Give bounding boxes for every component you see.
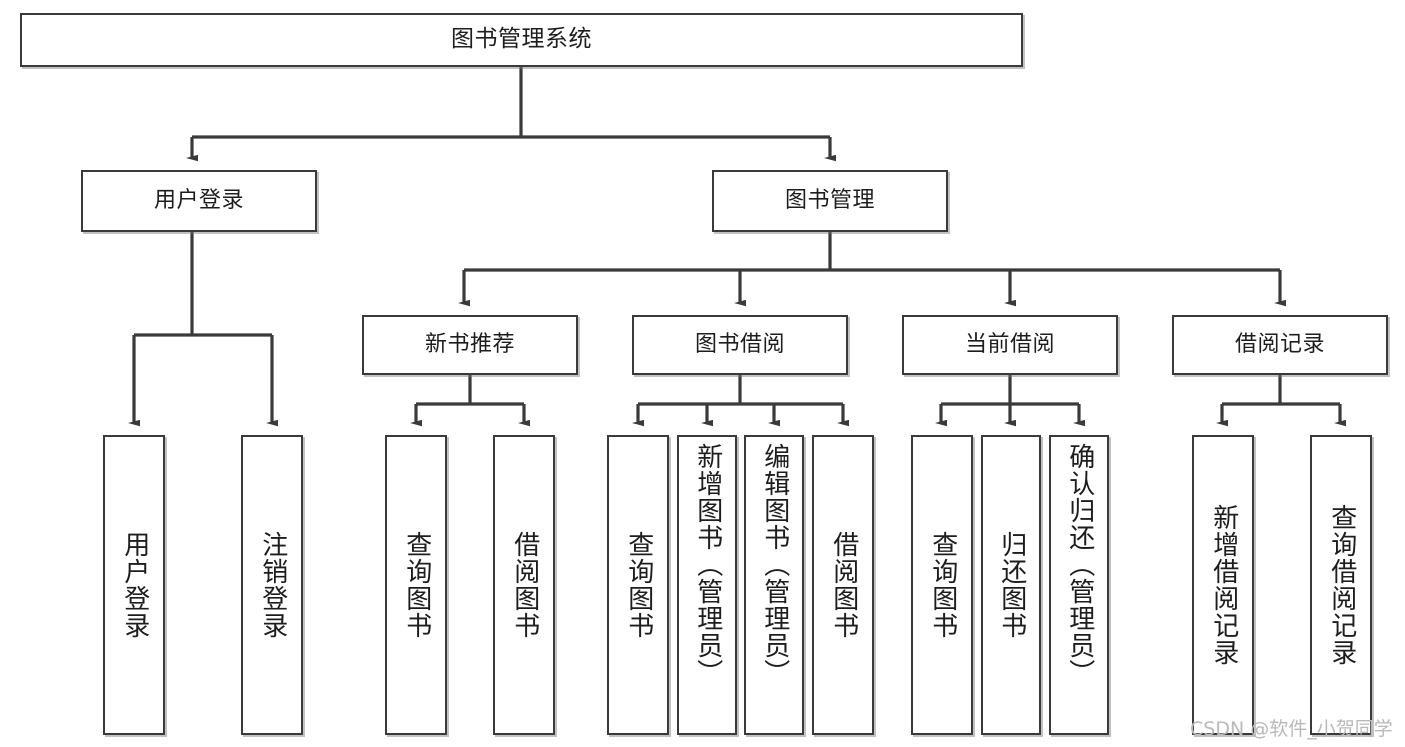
node-leaf-return-book-label: 归还图书: [996, 531, 1027, 639]
node-leaf-add-borrow-record-label: 新增借阅记录: [1208, 504, 1239, 666]
node-user-login-label: 用户登录: [153, 188, 244, 214]
node-current-borrow-label: 当前借阅: [964, 332, 1055, 358]
node-leaf-add-book[interactable]: 新增图书（管理员）: [677, 435, 737, 735]
node-book-borrow-label: 图书借阅: [694, 332, 785, 358]
node-new-book-recommend-label: 新书推荐: [424, 332, 515, 358]
node-leaf-borrow-book-2[interactable]: 借阅图书: [812, 435, 874, 735]
node-leaf-edit-book-label: 编辑图书（管理员）: [759, 443, 790, 686]
node-root[interactable]: 图书管理系统: [20, 13, 1023, 67]
node-leaf-return-book[interactable]: 归还图书: [981, 435, 1041, 735]
node-leaf-query-book-1-label: 查询图书: [401, 531, 432, 639]
node-leaf-borrow-book-2-label: 借阅图书: [828, 531, 859, 639]
node-leaf-add-borrow-record[interactable]: 新增借阅记录: [1192, 435, 1254, 735]
node-leaf-query-book-2[interactable]: 查询图书: [607, 435, 669, 735]
node-borrow-record[interactable]: 借阅记录: [1172, 315, 1388, 375]
node-new-book-recommend[interactable]: 新书推荐: [362, 315, 578, 375]
node-leaf-query-book-3-label: 查询图书: [927, 531, 958, 639]
node-leaf-user-logout[interactable]: 注销登录: [241, 435, 303, 735]
node-user-login[interactable]: 用户登录: [81, 170, 317, 232]
node-leaf-query-book-1[interactable]: 查询图书: [385, 435, 447, 735]
node-root-label: 图书管理系统: [451, 26, 592, 53]
csdn-watermark: CSDN @软件_小贺同学: [1190, 718, 1393, 740]
node-book-borrow[interactable]: 图书借阅: [632, 315, 848, 375]
node-leaf-edit-book[interactable]: 编辑图书（管理员）: [744, 435, 804, 735]
node-leaf-query-book-3[interactable]: 查询图书: [911, 435, 973, 735]
node-book-manage[interactable]: 图书管理: [712, 170, 948, 232]
node-leaf-query-borrow-record[interactable]: 查询借阅记录: [1310, 435, 1372, 735]
node-leaf-user-logout-label: 注销登录: [257, 531, 288, 639]
node-leaf-user-login[interactable]: 用户登录: [103, 435, 165, 735]
node-book-manage-label: 图书管理: [784, 188, 875, 214]
node-leaf-borrow-book-1[interactable]: 借阅图书: [493, 435, 555, 735]
node-borrow-record-label: 借阅记录: [1234, 332, 1325, 358]
node-leaf-borrow-book-1-label: 借阅图书: [509, 531, 540, 639]
node-leaf-query-borrow-record-label: 查询借阅记录: [1326, 504, 1357, 666]
node-leaf-add-book-label: 新增图书（管理员）: [692, 443, 723, 686]
node-leaf-confirm-return-label: 确认归还（管理员）: [1064, 443, 1095, 686]
node-leaf-query-book-2-label: 查询图书: [623, 531, 654, 639]
node-leaf-user-login-label: 用户登录: [119, 531, 150, 639]
node-leaf-confirm-return[interactable]: 确认归还（管理员）: [1049, 435, 1109, 735]
node-current-borrow[interactable]: 当前借阅: [902, 315, 1118, 375]
